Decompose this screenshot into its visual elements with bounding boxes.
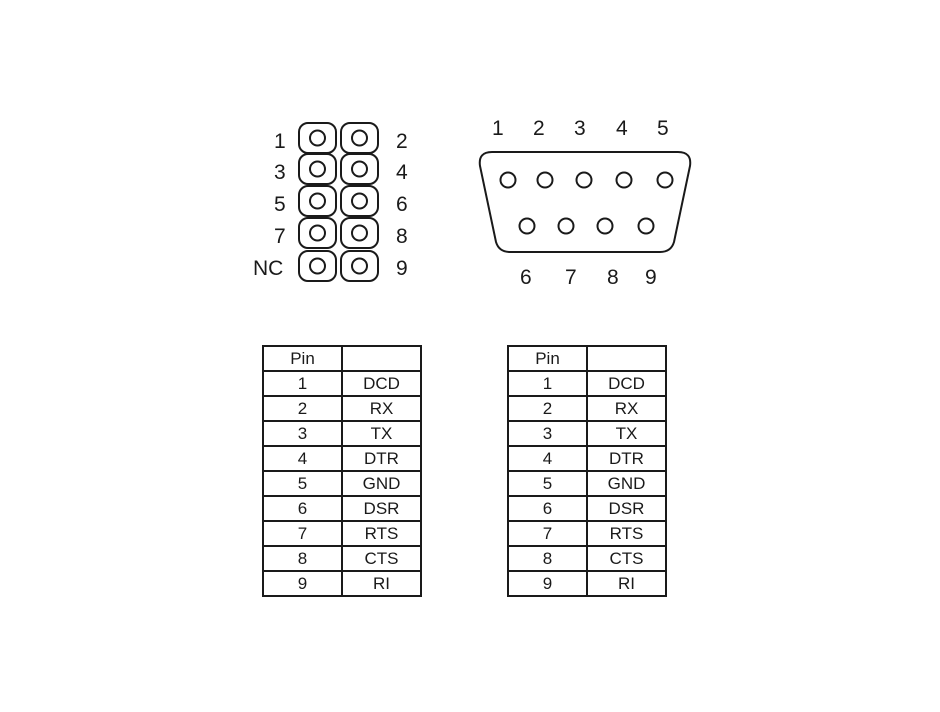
header-label-pin6: 6 xyxy=(396,193,408,216)
pin-number: 8 xyxy=(507,545,588,572)
header-label-nc: NC xyxy=(253,257,284,280)
signal-name: RI xyxy=(341,570,422,597)
pin-number: 4 xyxy=(507,445,588,472)
db9-label-pin9: 9 xyxy=(645,266,657,289)
db9-label-pin2: 2 xyxy=(533,117,545,140)
signal-name: TX xyxy=(341,420,422,447)
table-header-pin: Pin xyxy=(262,345,343,372)
db9-label-pin7: 7 xyxy=(565,266,577,289)
header-label-pin8: 8 xyxy=(396,225,408,248)
header-label-pin4: 4 xyxy=(396,161,408,184)
signal-name: DSR xyxy=(586,495,667,522)
db9-label-pin5: 5 xyxy=(657,117,669,140)
signal-name: RTS xyxy=(341,520,422,547)
pin-number: 3 xyxy=(507,420,588,447)
signal-name: DSR xyxy=(341,495,422,522)
pin-number: 3 xyxy=(262,420,343,447)
header-label-pin9: 9 xyxy=(396,257,408,280)
signal-name: DCD xyxy=(341,370,422,397)
signal-name: GND xyxy=(341,470,422,497)
pin-number: 8 xyxy=(262,545,343,572)
header-label-pin2: 2 xyxy=(396,130,408,153)
pin-number: 5 xyxy=(507,470,588,497)
pin-number: 6 xyxy=(507,495,588,522)
pin-number: 9 xyxy=(262,570,343,597)
signal-name: DTR xyxy=(586,445,667,472)
signal-name: DCD xyxy=(586,370,667,397)
pin-number: 6 xyxy=(262,495,343,522)
pin-number: 2 xyxy=(262,395,343,422)
pin-number: 4 xyxy=(262,445,343,472)
db9-label-pin4: 4 xyxy=(616,117,628,140)
pin-number: 7 xyxy=(507,520,588,547)
header-label-pin1: 1 xyxy=(274,130,286,153)
pin-number: 1 xyxy=(262,370,343,397)
signal-name: RI xyxy=(586,570,667,597)
signal-name: RX xyxy=(586,395,667,422)
table-header-pin: Pin xyxy=(507,345,588,372)
signal-name: CTS xyxy=(341,545,422,572)
pin-number: 1 xyxy=(507,370,588,397)
pin-number: 9 xyxy=(507,570,588,597)
signal-name: GND xyxy=(586,470,667,497)
db9-label-pin8: 8 xyxy=(607,266,619,289)
db9-label-pin6: 6 xyxy=(520,266,532,289)
db9-label-pin1: 1 xyxy=(492,117,504,140)
pin-number: 5 xyxy=(262,470,343,497)
table-header-row: Pin xyxy=(262,345,422,372)
table-header-signal xyxy=(341,345,422,372)
table-header-signal xyxy=(586,345,667,372)
signal-name: TX xyxy=(586,420,667,447)
pin-header-shape xyxy=(298,122,379,282)
header-label-pin7: 7 xyxy=(274,225,286,248)
signal-name: CTS xyxy=(586,545,667,572)
signal-name: RTS xyxy=(586,520,667,547)
pin-number: 7 xyxy=(262,520,343,547)
header-label-pin5: 5 xyxy=(274,193,286,216)
pin-number: 2 xyxy=(507,395,588,422)
header-label-pin3: 3 xyxy=(274,161,286,184)
db9-label-pin3: 3 xyxy=(574,117,586,140)
table-header-row: Pin xyxy=(507,345,667,372)
signal-name: DTR xyxy=(341,445,422,472)
signal-name: RX xyxy=(341,395,422,422)
db9-shell-shape xyxy=(478,151,692,253)
